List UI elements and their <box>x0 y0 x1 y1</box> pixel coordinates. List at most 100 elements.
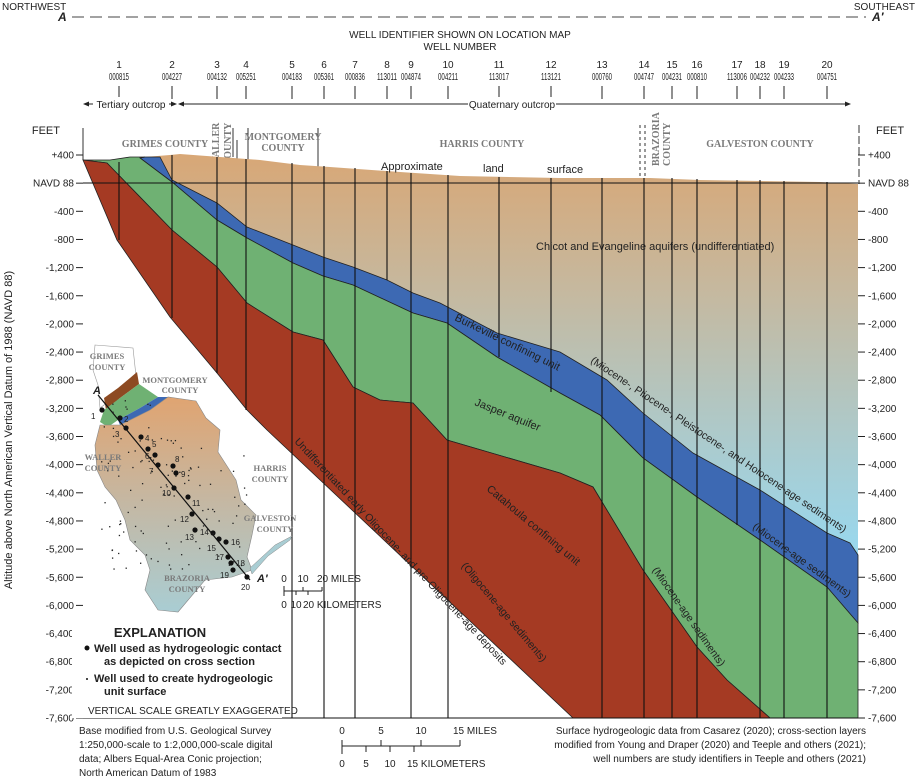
base-note-2: 1:250,000-scale to 1:2,000,000-scale dig… <box>79 740 272 751</box>
left-tick-label: -2,000 <box>46 319 75 330</box>
well-number: 17 <box>731 60 743 71</box>
source-note-3: well numbers are study identifiers in Te… <box>592 754 866 765</box>
well-number: 16 <box>691 60 703 71</box>
map-surface-well-dot <box>199 547 201 550</box>
left-unit-label: FEET <box>32 125 60 137</box>
map-contact-well-dot <box>123 425 129 431</box>
well-number: 12 <box>545 60 557 71</box>
northwest-label: NORTHWEST <box>2 2 66 13</box>
right-tick-label: -3,600 <box>868 432 897 443</box>
legend-contact-well: Well used as hydrogeologic contact <box>94 643 282 655</box>
chicot-label: Chicot and Evangeline aquifers (undiffer… <box>536 241 774 253</box>
map-contact-well-dot <box>145 446 151 452</box>
map-surface-well-dot <box>160 486 162 488</box>
map-surface-well-dot <box>140 530 142 532</box>
map-surface-well-dot <box>174 519 176 521</box>
map-well-number: 13 <box>185 533 194 542</box>
well-id: 004747 <box>634 72 654 83</box>
map-surface-well-dot <box>107 462 110 465</box>
well-number: 11 <box>494 60 505 71</box>
map-surface-well-dot <box>123 531 125 533</box>
galveston-county-label: GALVESTON COUNTY <box>706 139 814 150</box>
map-surface-well-dot <box>112 427 115 430</box>
map-surface-well-dot <box>112 435 115 438</box>
svg-text:10: 10 <box>297 574 309 585</box>
right-tick-label: -4,400 <box>868 488 897 499</box>
map-well-number: 6 <box>145 452 150 461</box>
well-id: 004183 <box>282 72 302 83</box>
well-number: 15 <box>666 60 678 71</box>
map-harris-label-2: COUNTY <box>252 474 289 484</box>
source-note-2: modified from Young and Draper (2020) an… <box>554 740 866 751</box>
map-surface-well-dot <box>134 541 136 543</box>
svg-text:5: 5 <box>378 726 384 737</box>
map-contact-well-dot <box>225 554 231 560</box>
well-number: 2 <box>169 60 175 71</box>
well-number: 19 <box>778 60 790 71</box>
svg-text:10: 10 <box>290 600 302 611</box>
left-tick-label: NAVD 88 <box>33 179 74 190</box>
map-surface-well-dot <box>190 468 192 470</box>
map-contact-well-dot <box>210 530 216 536</box>
map-surface-well-dot <box>109 526 111 528</box>
map-contact-well-dot <box>192 527 198 533</box>
galveston-island-map <box>249 535 293 575</box>
map-well-number: 16 <box>231 538 240 547</box>
catahoula-outcrop-map <box>104 372 139 410</box>
map-surface-well-dot <box>189 467 192 469</box>
map-surface-well-dot <box>118 534 121 537</box>
left-tick-label: -1,200 <box>46 263 75 274</box>
map-surface-well-dot <box>132 466 134 469</box>
map-surface-well-dot <box>240 564 243 567</box>
well-headers: 1000815200422730041324005251500418360053… <box>109 60 837 99</box>
well-number: 10 <box>442 60 454 71</box>
well-id: 004751 <box>817 72 837 83</box>
right-tick-label: -1,200 <box>868 263 897 274</box>
map-well-number: 3 <box>115 430 120 439</box>
map-surface-well-dot <box>180 541 182 543</box>
map-surface-well-dot <box>134 506 136 509</box>
map-well-number: 10 <box>162 489 171 498</box>
map-galveston-label-2: COUNTY <box>257 524 294 534</box>
map-surface-well-dot <box>103 426 105 428</box>
left-tick-label: -5,600 <box>46 573 75 584</box>
county-labels: GRIMES COUNTY WALLER COUNTY MONTGOMERY C… <box>82 111 860 184</box>
svg-text:0: 0 <box>281 574 287 585</box>
map-montgomery-label: MONTGOMERY <box>142 375 207 385</box>
map-surface-well-dot <box>173 495 175 497</box>
y-axis-title: Altitude above North American Vertical D… <box>3 271 15 589</box>
tertiary-outcrop-label: Tertiary outcrop <box>97 100 166 111</box>
map-surface-well-dot <box>184 482 186 485</box>
map-surface-well-dot <box>124 400 126 402</box>
map-surface-well-dot <box>209 483 212 485</box>
well-id: 005361 <box>314 72 334 83</box>
left-tick-label: -7,600 <box>46 714 75 725</box>
map-surface-well-dot <box>234 496 236 498</box>
quaternary-outcrop-label: Quaternary outcrop <box>469 100 556 111</box>
well-number: 6 <box>321 60 327 71</box>
well-number: 20 <box>821 60 833 71</box>
map-contact-well-dot <box>138 434 144 440</box>
right-tick-label: -400 <box>868 207 888 218</box>
map-brazoria-label: BRAZORIA <box>164 573 211 583</box>
map-surface-well-dot <box>141 499 143 501</box>
map-surface-well-dot <box>212 533 214 535</box>
map-surface-well-dot <box>117 441 119 443</box>
map-surface-well-dot <box>111 549 113 552</box>
map-montgomery-label-2: COUNTY <box>162 385 199 395</box>
map-well-number: 19 <box>220 571 229 580</box>
map-surface-well-dot <box>168 564 171 566</box>
map-brazoria-label-2: COUNTY <box>169 584 206 594</box>
map-surface-well-dot <box>172 442 175 444</box>
map-surface-well-dot <box>187 474 190 477</box>
map-surface-well-dot <box>101 528 103 530</box>
well-number: 4 <box>243 60 249 71</box>
map-surface-well-dot <box>118 475 120 477</box>
well-number: 7 <box>352 60 358 71</box>
main-scale-bar: 0 5 10 15 MILES 0 5 10 15 KILOMETERS <box>339 726 497 770</box>
chicot-evangeline-layer <box>145 154 858 555</box>
